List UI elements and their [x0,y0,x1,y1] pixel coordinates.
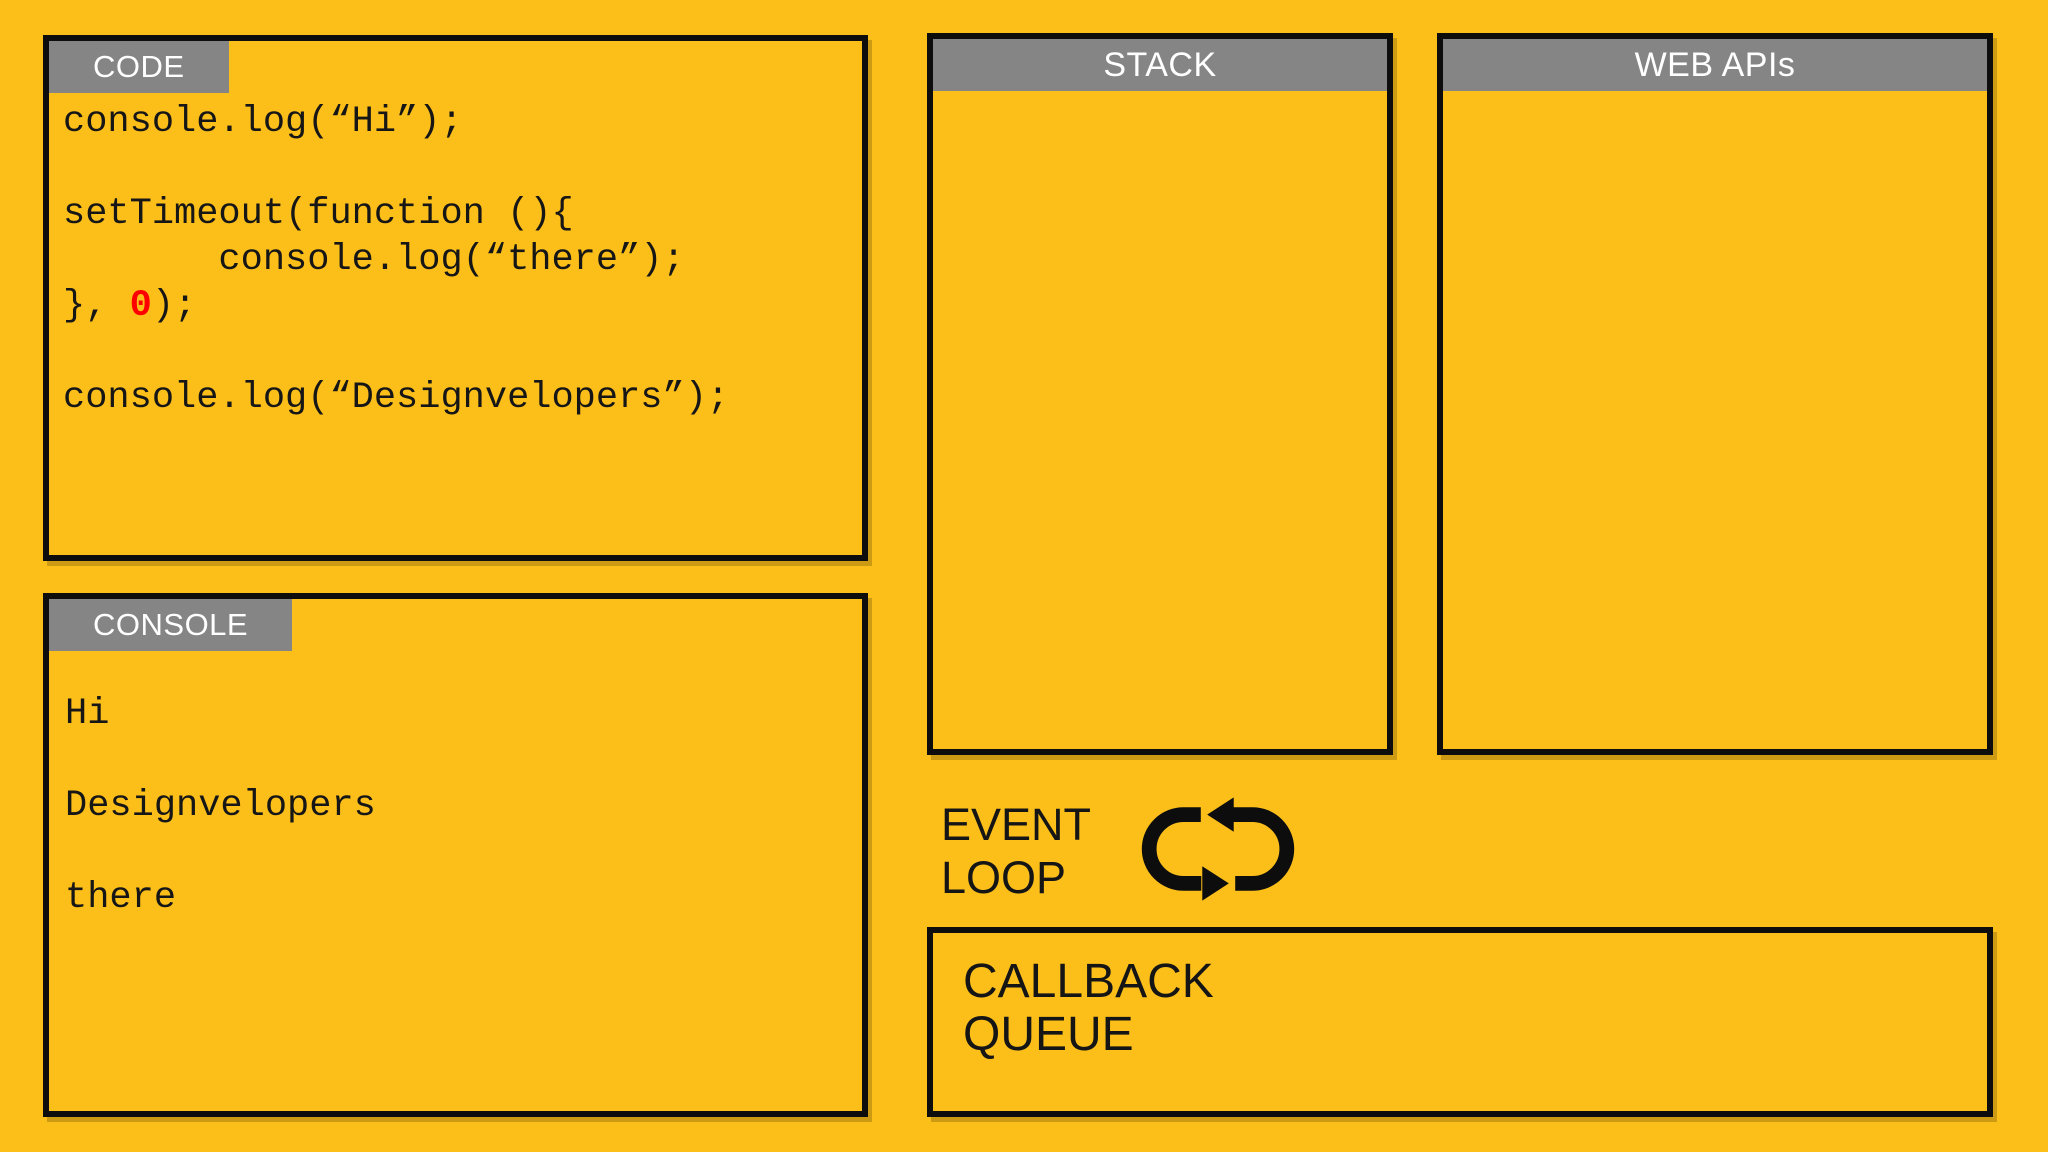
callback-queue-panel: CALLBACK QUEUE [927,927,1993,1117]
stack-panel-header: STACK [933,39,1387,91]
highlighted-timeout-value: 0 [129,285,152,327]
web-apis-panel-header: WEB APIs [1443,39,1987,91]
stack-panel-title: STACK [1103,46,1217,84]
console-log-line: Designvelopers [65,785,376,827]
event-loop-group: EVENT LOOP [941,790,1297,908]
console-panel-title: CONSOLE [93,607,249,642]
code-panel: CODE console.log(“Hi”); setTimeout(funct… [43,35,868,561]
code-line [63,329,862,375]
console-log-line: there [65,877,177,919]
event-loop-label: EVENT LOOP [941,799,1092,903]
loop-arrows-icon [1141,797,1295,901]
code-panel-title: CODE [93,49,185,84]
web-apis-panel-title: WEB APIs [1634,46,1796,84]
stack-panel: STACK [927,33,1393,755]
code-line: console.log(“Designvelopers”); [63,377,730,419]
code-line: setTimeout(function (){ [63,193,574,235]
code-line: }, 0); [63,285,197,327]
code-line: console.log(“there”); [63,239,685,281]
code-panel-header: CODE [49,41,229,93]
code-line: console.log(“Hi”); [63,101,463,143]
console-log-line: Hi [65,693,110,735]
web-apis-panel: WEB APIs [1437,33,1993,755]
callback-queue-label: CALLBACK QUEUE [963,955,1214,1061]
console-panel-header: CONSOLE [49,599,293,651]
code-line [63,145,862,191]
code-lines: console.log(“Hi”); setTimeout(function (… [49,93,862,421]
